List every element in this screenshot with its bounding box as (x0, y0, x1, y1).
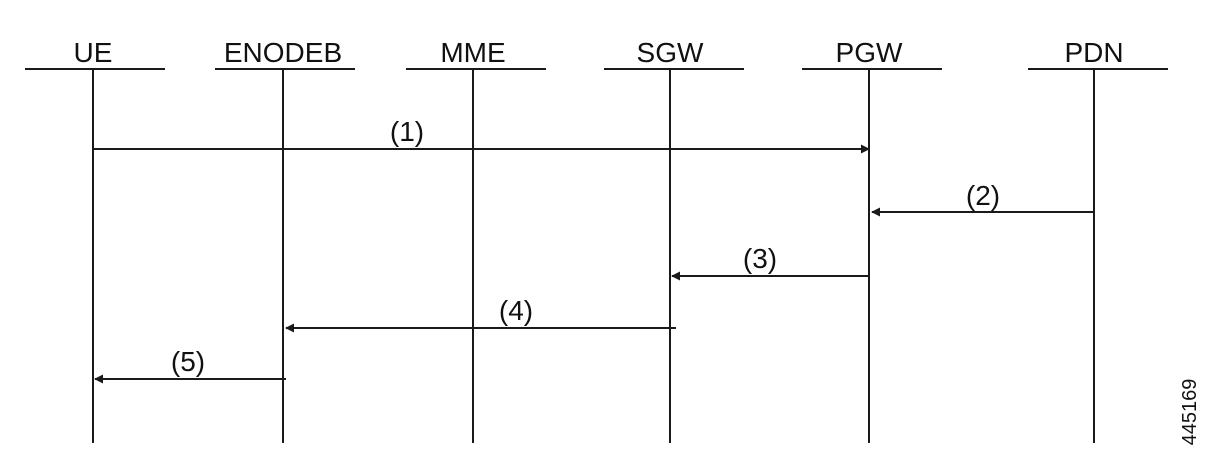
entity-ue: UE (25, 37, 165, 443)
message-label-3: (3) (743, 243, 777, 274)
message-label-5: (5) (171, 346, 205, 377)
entity-pdn: PDN (1028, 37, 1168, 443)
entity-mme: MME (406, 37, 546, 443)
entity-label-enodeb: ENODEB (224, 37, 342, 68)
message-label-2: (2) (966, 180, 1000, 211)
entity-pgw: PGW (802, 37, 942, 443)
entity-enodeb: ENODEB (215, 37, 355, 443)
entity-label-pgw: PGW (836, 37, 903, 68)
entity-label-pdn: PDN (1064, 37, 1123, 68)
entity-label-ue: UE (74, 37, 113, 68)
message-3: (3) (671, 243, 869, 281)
entity-label-mme: MME (440, 37, 505, 68)
entity-sgw: SGW (604, 37, 744, 443)
message-5: (5) (94, 346, 286, 384)
message-4: (4) (285, 295, 676, 333)
message-1: (1) (93, 116, 870, 154)
message-label-4: (4) (499, 295, 533, 326)
message-label-1: (1) (390, 116, 424, 147)
figure-id: 445169 (1179, 379, 1201, 446)
entity-label-sgw: SGW (637, 37, 704, 68)
message-2: (2) (871, 180, 1094, 217)
